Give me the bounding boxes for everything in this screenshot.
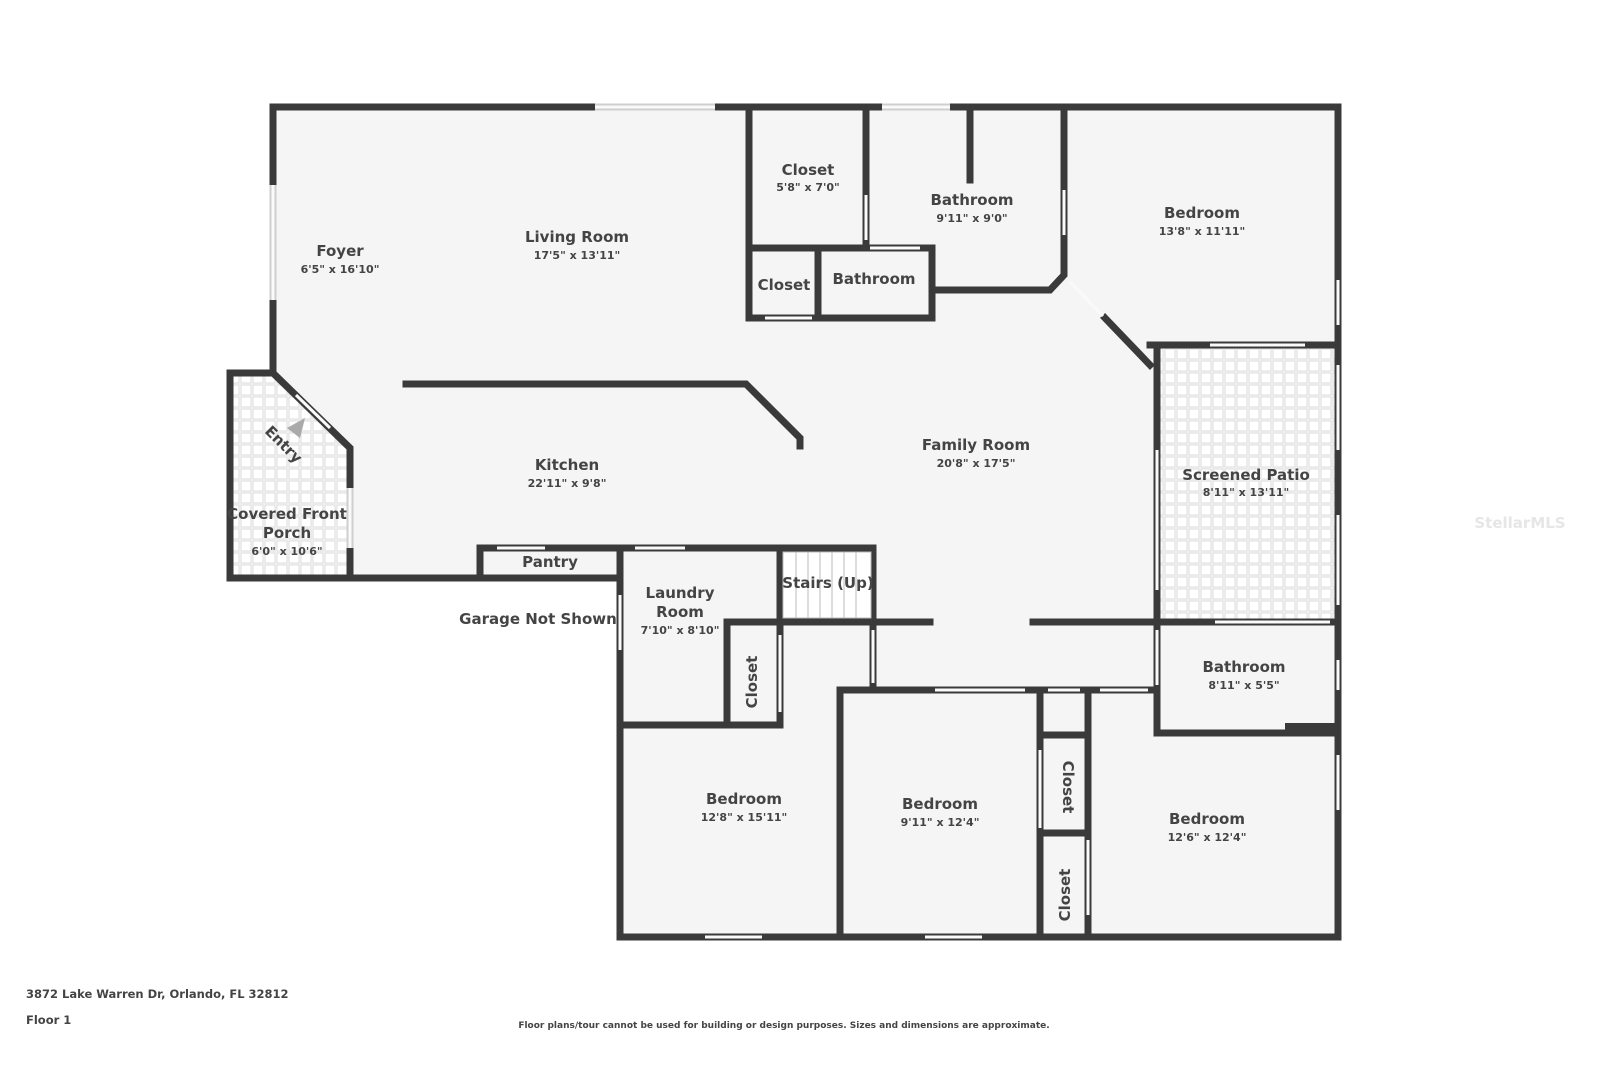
room-bedroom2: Bedroom — [706, 790, 782, 808]
address: 3872 Lake Warren Dr, Orlando, FL 32812 — [26, 987, 289, 1001]
room-closet2: Closet — [758, 276, 811, 294]
entry-arrow-icon — [287, 418, 305, 438]
room-patio: Screened Patio — [1182, 466, 1310, 484]
room-laundry-2: Room — [656, 603, 704, 621]
room-kitchen-dim: 22'11" x 9'8" — [528, 477, 607, 490]
room-bedroom2-dim: 12'8" x 15'11" — [701, 811, 788, 824]
room-closet1: Closet — [782, 161, 835, 179]
room-kitchen: Kitchen — [535, 456, 599, 474]
room-foyer-dim: 6'5" x 16'10" — [301, 263, 380, 276]
patio-tile — [1157, 345, 1338, 622]
room-bath3-dim: 8'11" x 5'5" — [1208, 679, 1279, 692]
room-porch-2: Porch — [263, 524, 311, 542]
floor-area — [230, 107, 1338, 937]
room-closet5: Closet — [1056, 869, 1074, 922]
room-living: Living Room — [525, 228, 629, 246]
room-porch-dim: 6'0" x 10'6" — [251, 545, 322, 558]
room-laundry-dim: 7'10" x 8'10" — [641, 624, 720, 637]
windows-doors — [269, 103, 1340, 939]
room-bath2: Bathroom — [832, 270, 915, 288]
room-bedroom3: Bedroom — [902, 795, 978, 813]
disclaimer: Floor plans/tour cannot be used for buil… — [518, 1021, 1049, 1031]
room-bath3: Bathroom — [1202, 658, 1285, 676]
room-foyer: Foyer — [316, 242, 364, 260]
room-bedroom1: Bedroom — [1164, 204, 1240, 222]
room-living-dim: 17'5" x 13'11" — [534, 249, 621, 262]
room-laundry: Laundry — [646, 584, 715, 602]
room-closet3: Closet — [743, 656, 761, 709]
room-bedroom1-dim: 13'8" x 11'11" — [1159, 225, 1246, 238]
room-bath1: Bathroom — [930, 191, 1013, 209]
room-family: Family Room — [922, 436, 1030, 454]
garage-note: Garage Not Shown — [459, 610, 617, 628]
stairs-label: Stairs (Up) — [782, 574, 873, 592]
room-bedroom4-dim: 12'6" x 12'4" — [1168, 831, 1247, 844]
room-pantry: Pantry — [522, 553, 578, 571]
room-bath1-dim: 9'11" x 9'0" — [936, 212, 1007, 225]
stairs — [782, 551, 872, 619]
room-patio-dim: 8'11" x 13'11" — [1203, 486, 1290, 499]
room-porch: Covered Front — [227, 505, 347, 523]
walls — [226, 103, 1342, 941]
porch-tile — [230, 373, 350, 578]
room-closet4: Closet — [1059, 761, 1077, 814]
watermark: StellarMLS — [1474, 514, 1565, 532]
room-family-dim: 20'8" x 17'5" — [937, 457, 1016, 470]
room-bedroom4: Bedroom — [1169, 810, 1245, 828]
floor-label: Floor 1 — [26, 1013, 71, 1027]
room-bedroom3-dim: 9'11" x 12'4" — [901, 816, 980, 829]
room-closet1-dim: 5'8" x 7'0" — [776, 181, 840, 194]
